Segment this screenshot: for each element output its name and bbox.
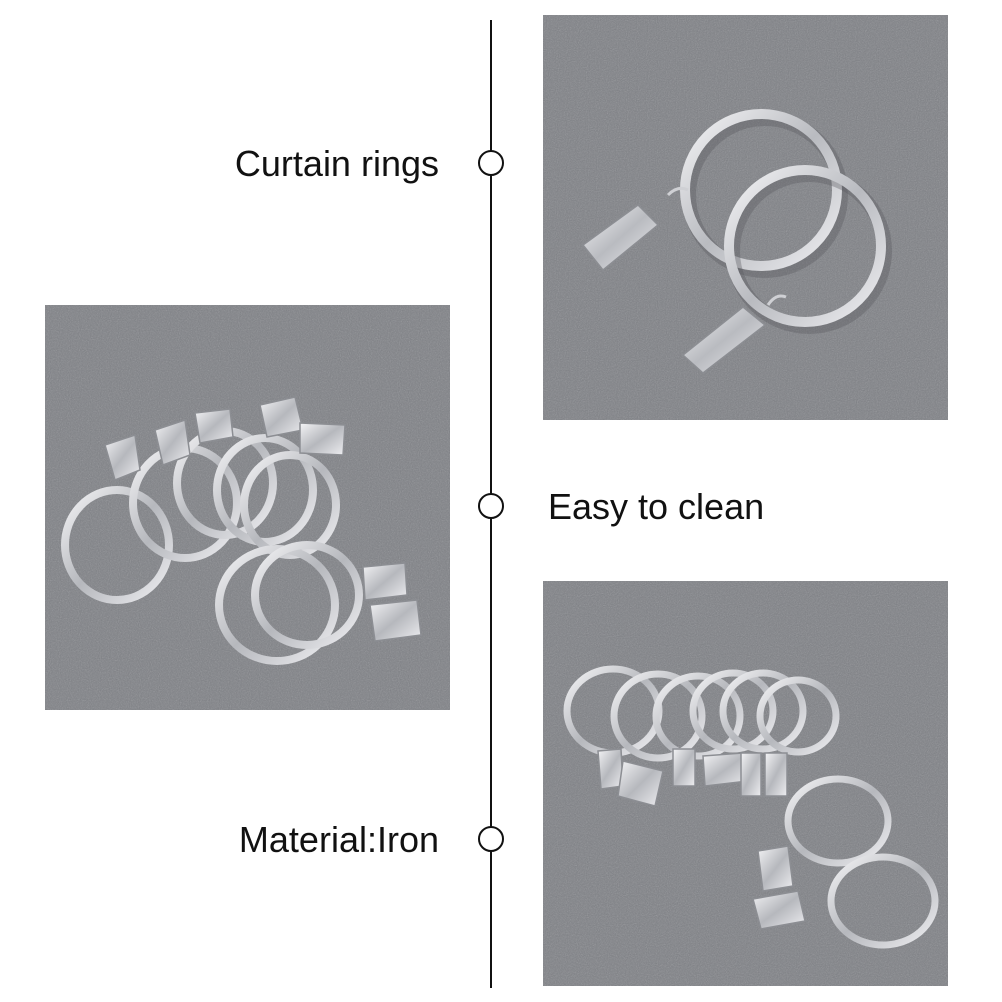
feature-label-curtain-rings: Curtain rings (234, 143, 439, 184)
clip-icon (581, 186, 689, 272)
timeline-node-3 (478, 826, 504, 852)
clip-icon (617, 760, 664, 807)
product-photo-two-rings (543, 15, 948, 420)
clip-icon (259, 396, 304, 438)
clip-icon (104, 434, 141, 482)
product-photo-ring-row (543, 581, 948, 986)
clip-icon (194, 408, 234, 444)
product-photo-ring-pile (45, 305, 450, 710)
clip-icon (740, 752, 762, 797)
clip-icon (757, 845, 794, 892)
timeline-node-1 (478, 150, 504, 176)
two-rings-illustration (543, 15, 948, 420)
clip-icon (362, 562, 408, 601)
timeline-node-2 (478, 493, 504, 519)
ring-row-illustration (543, 581, 948, 986)
clip-icon (369, 599, 422, 642)
clip-icon (681, 294, 787, 374)
clip-icon (764, 752, 788, 797)
clip-icon (672, 748, 696, 787)
feature-label-material: Material:Iron (238, 819, 439, 860)
clip-icon (752, 890, 806, 930)
ring-pile-illustration (45, 305, 450, 710)
feature-label-easy-to-clean: Easy to clean (548, 486, 765, 527)
clip-icon (299, 422, 346, 456)
clip-icon (154, 419, 191, 467)
